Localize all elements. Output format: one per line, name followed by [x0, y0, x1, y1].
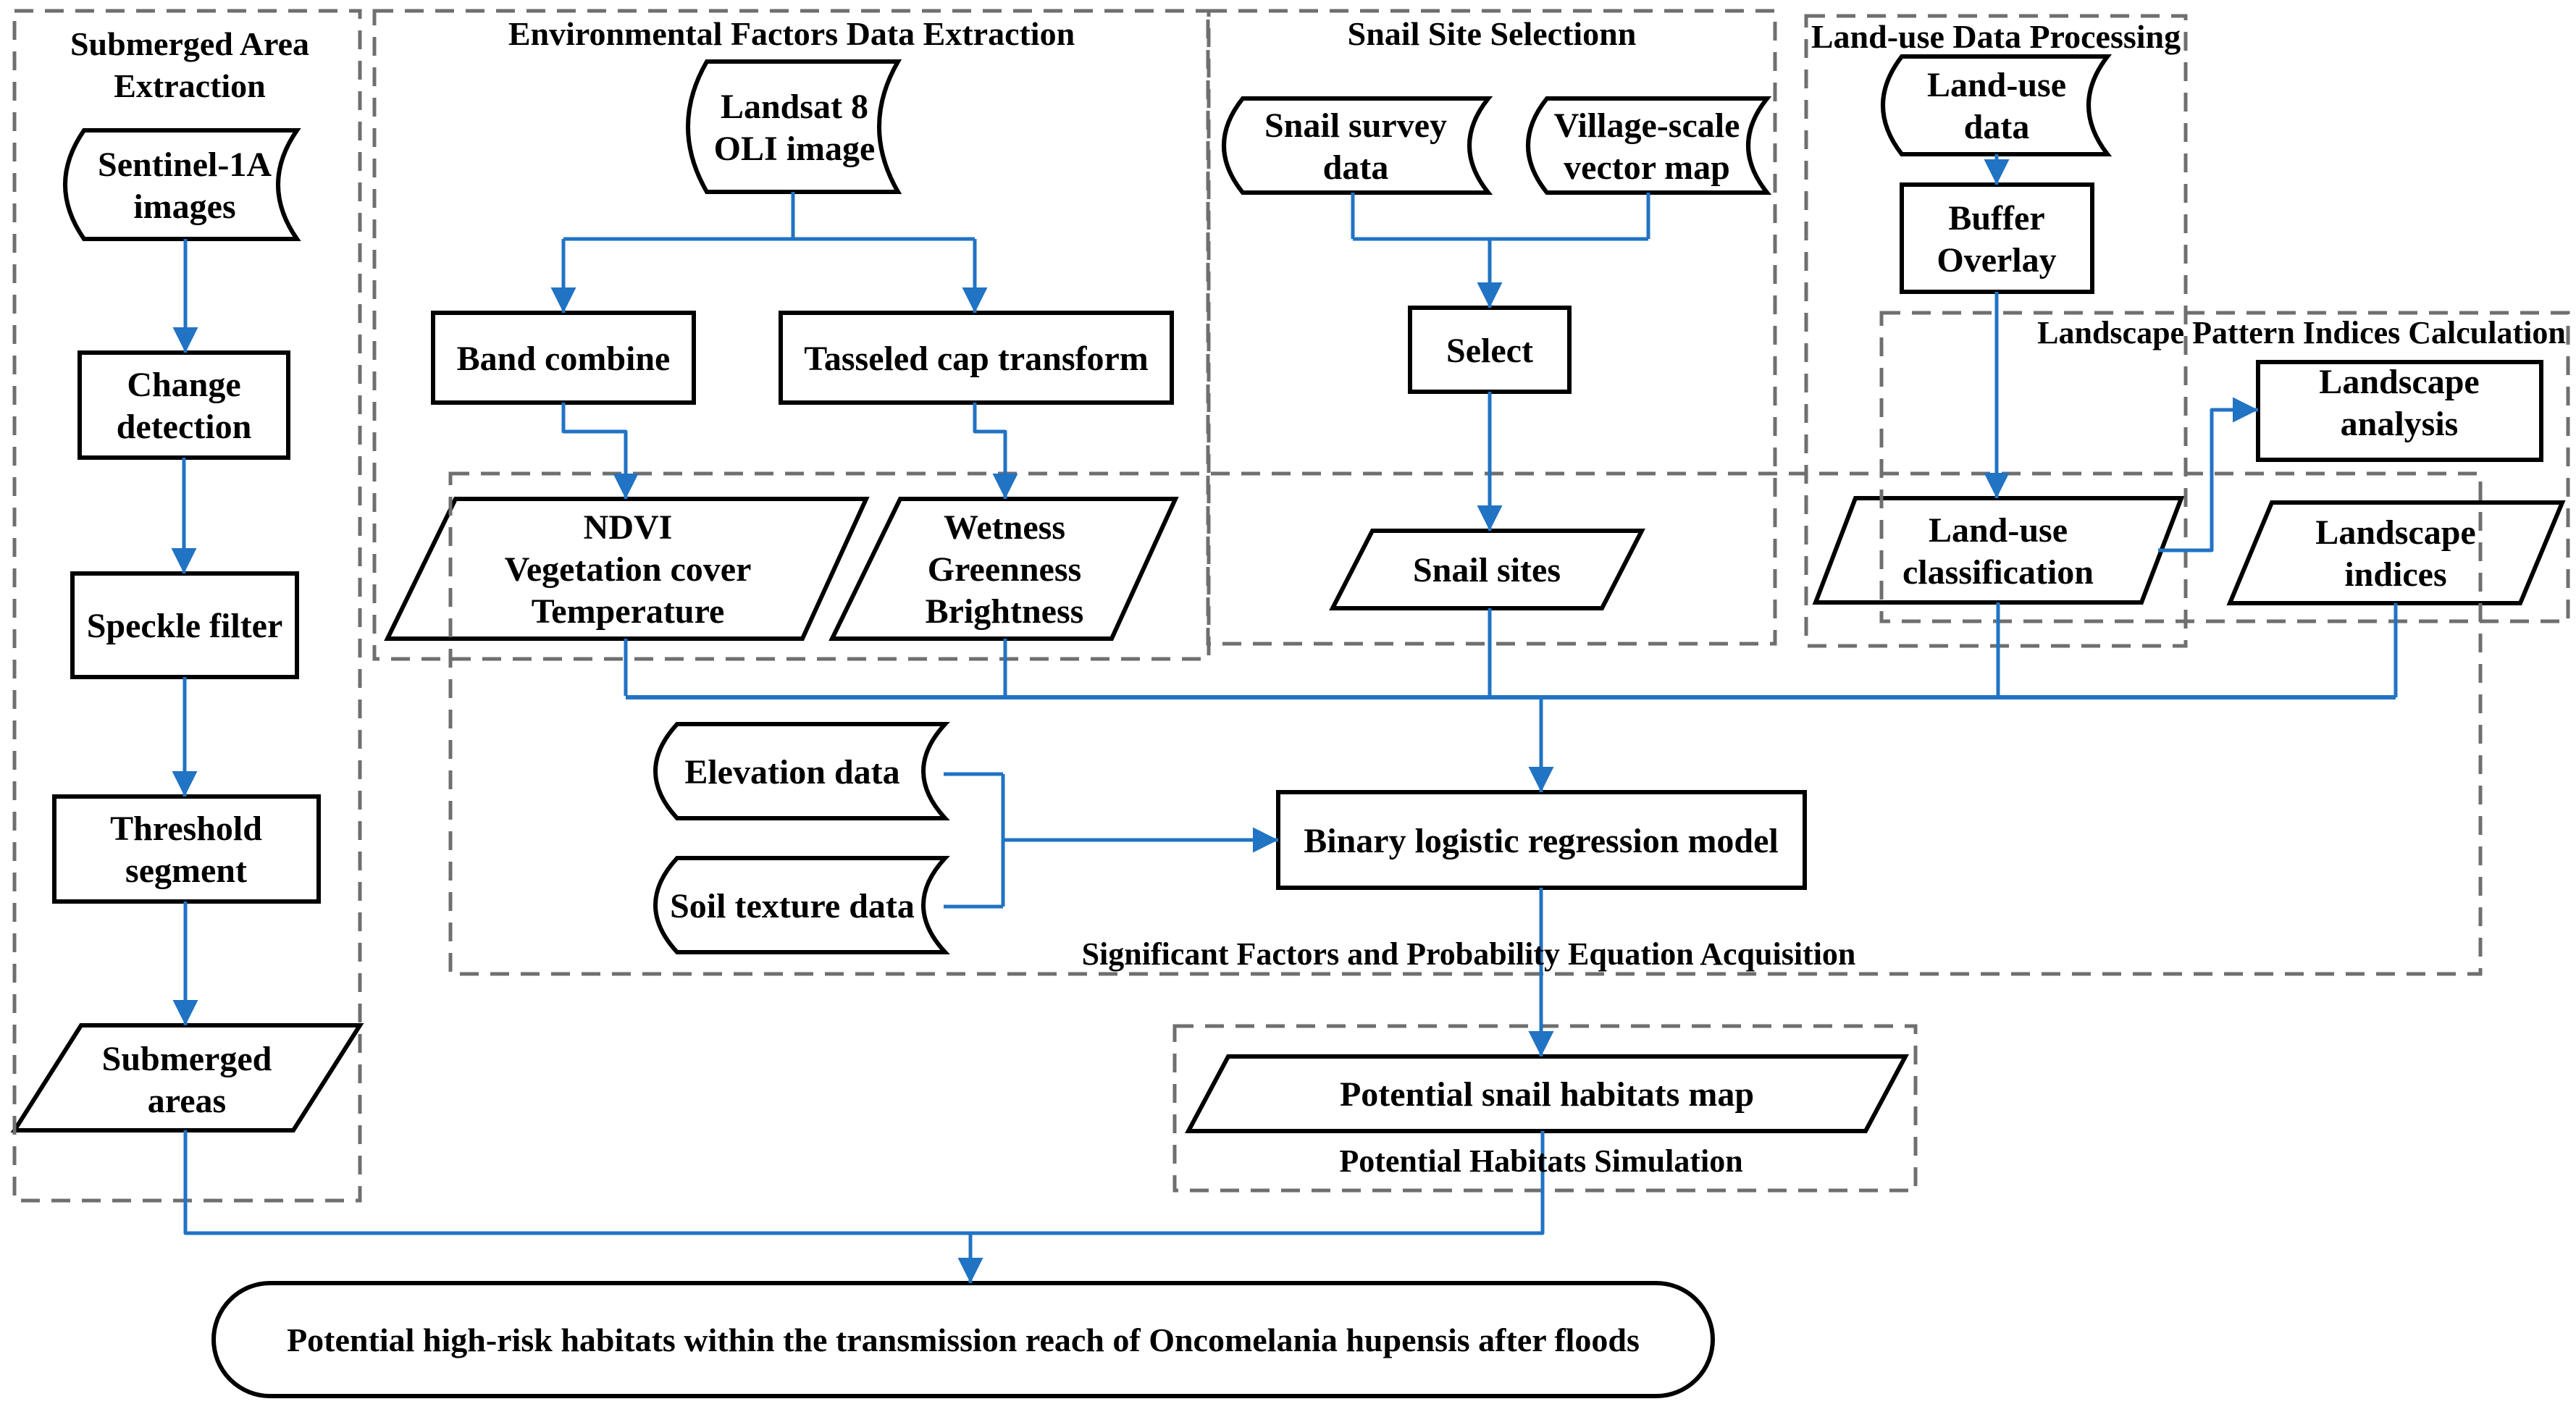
ndvi-label-line2: Vegetation cover [505, 550, 752, 589]
elevation-data-label: Elevation data [684, 753, 899, 791]
section-title-landscape: Landscape Pattern Indices Calculation [2037, 315, 2566, 350]
sentinel-label-line1: Sentinel-1A [98, 146, 272, 184]
buffer-overlay-label-line2: Overlay [1937, 241, 2056, 280]
final-output-label: Potential high-risk habitats within the … [287, 1321, 1640, 1358]
soil-texture-label: Soil texture data [670, 887, 915, 925]
elevation-data-shape [653, 722, 950, 820]
section-box-significant [448, 471, 2483, 976]
buffer-overlay-shape [1900, 182, 2094, 294]
landuse-data-label-line1: Land-use [1927, 66, 2066, 104]
snail-sites-shape [1329, 529, 1645, 610]
wetness-label-line1: Wetness [944, 508, 1065, 547]
landuse-classification-shape [1812, 496, 2185, 605]
snail-survey-shape [1222, 96, 1493, 195]
band-combine-label: Band combine [457, 340, 671, 378]
section-title-submerged-line2: Extraction [114, 67, 266, 104]
arrow-band-to-ndvi [561, 403, 639, 499]
change-detection-label-line1: Change [127, 366, 240, 404]
change-detection-label-line2: detection [117, 408, 252, 446]
section-title-habitats: Potential Habitats Simulation [1339, 1143, 1742, 1179]
landuse-classification-label-line1: Land-use [1929, 511, 2068, 550]
snail-survey-label-line2: data [1323, 148, 1389, 187]
ndvi-shape [384, 497, 870, 641]
wetness-label-line3: Brightness [926, 592, 1084, 631]
section-title-landuse: Land-use Data Processing [1811, 18, 2181, 55]
band-combine-shape [431, 311, 696, 405]
section-box-snail [1206, 9, 1777, 646]
landuse-data-label-line2: data [1964, 108, 2030, 146]
landuse-classification-label-line2: classification [1902, 553, 2094, 592]
connectors-layer [171, 154, 2398, 1283]
threshold-segment-shape [52, 794, 321, 904]
village-map-shape [1526, 96, 1772, 195]
binary-model-shape [1276, 790, 1807, 890]
landscape-indices-label-line1: Landscape [2315, 513, 2475, 552]
labels-layer: Submerged Area Extraction Environmental … [70, 15, 2566, 1358]
sentinel-images-shape [63, 128, 301, 241]
village-map-label-line1: Village-scale [1554, 106, 1740, 145]
tasseled-cap-shape [779, 311, 1174, 405]
submerged-areas-label-line1: Submerged [102, 1040, 272, 1078]
wetness-label-line2: Greenness [928, 550, 1081, 589]
section-box-landscape [1879, 311, 2570, 623]
landscape-analysis-label-line2: analysis [2341, 405, 2459, 443]
ndvi-label-line1: NDVI [584, 508, 673, 547]
section-title-snail: Snail Site Selectionn [1348, 15, 1637, 52]
landscape-analysis-label-line1: Landscape [2319, 363, 2479, 401]
section-title-significant: Significant Factors and Probability Equa… [1082, 936, 1856, 972]
landscape-indices-label-line2: indices [2344, 555, 2446, 594]
shapes-layer [10, 54, 2566, 1398]
landuse-data-shape [1881, 54, 2113, 156]
final-output-shape [211, 1281, 1715, 1398]
section-box-landuse [1804, 14, 2188, 648]
section-title-environmental: Environmental Factors Data Extraction [508, 15, 1075, 52]
submerged-areas-shape [10, 1023, 364, 1132]
select-label: Select [1446, 332, 1533, 370]
snail-sites-label: Snail sites [1413, 551, 1561, 589]
connector-bottom-merge [183, 1130, 1545, 1235]
potential-map-shape [1184, 1054, 1910, 1133]
landsat-label-line2: OLI image [714, 130, 876, 168]
village-map-label-line2: vector map [1564, 148, 1730, 187]
arrow-tasseled-to-wetness [973, 403, 1018, 499]
buffer-overlay-label-line1: Buffer [1948, 199, 2044, 238]
speckle-filter-label: Speckle filter [87, 607, 283, 645]
binary-model-label: Binary logistic regression model [1304, 822, 1779, 860]
section-box-habitats [1172, 1024, 1918, 1193]
landsat-label-line1: Landsat 8 [721, 88, 868, 126]
tasseled-cap-label: Tasseled cap transform [804, 340, 1149, 378]
arrow-classification-to-analysis [2158, 397, 2258, 552]
landsat-shape [686, 59, 902, 194]
threshold-label-line2: segment [125, 852, 247, 890]
submerged-areas-label-line2: areas [148, 1082, 226, 1120]
snail-survey-label-line1: Snail survey [1264, 106, 1447, 145]
threshold-label-line1: Threshold [110, 810, 262, 848]
ndvi-label-line3: Temperature [532, 592, 725, 631]
sentinel-label-line2: images [133, 188, 235, 226]
soil-texture-shape [653, 856, 950, 954]
change-detection-shape [77, 350, 290, 460]
section-title-submerged-line1: Submerged Area [70, 25, 309, 62]
wetness-shape [828, 497, 1179, 641]
select-shape [1408, 306, 1572, 394]
potential-map-label: Potential snail habitats map [1340, 1075, 1754, 1114]
